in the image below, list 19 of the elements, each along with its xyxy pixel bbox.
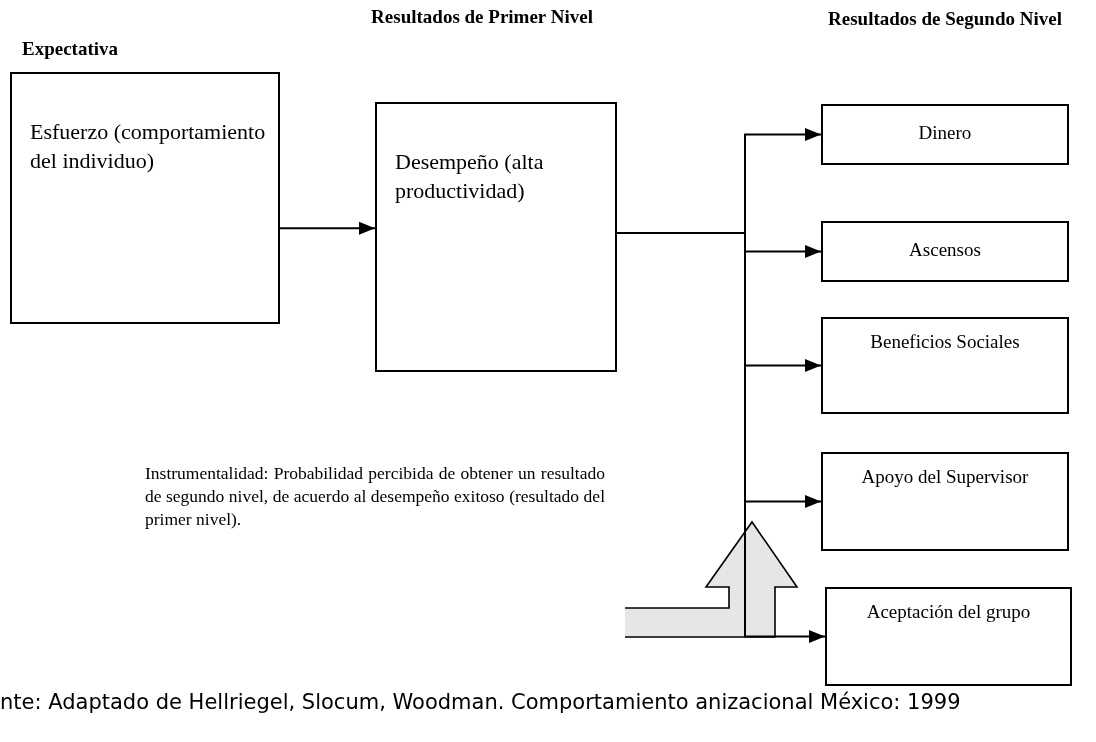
box-text: Apoyo del Supervisor — [860, 466, 1030, 489]
box-text: Desempeño (alta productividad) — [395, 148, 545, 205]
column-heading: Expectativa — [22, 38, 119, 61]
note-text: Instrumentalidad: Probabilidad percibida de obtener un resultado de segundo nivel, de acuerdo al desempeño exitoso (resultado del primer nivel). — [145, 462, 605, 531]
box-text: Ascensos — [908, 239, 982, 262]
outcome-box — [821, 452, 1069, 551]
column-heading: Resultados de Primer Nivel — [370, 6, 594, 29]
column-heading: Resultados de Segundo Nivel — [827, 8, 1063, 31]
outcome-box — [821, 104, 1069, 165]
box-text: Esfuerzo (comportamiento del individuo) — [30, 118, 267, 175]
box-text: Dinero — [917, 122, 973, 145]
box-text: Aceptación del grupo — [865, 601, 1032, 624]
caption: nte: Adaptado de Hellriegel, Slocum, Woodman. Comportamiento anizacional México: 1999 — [0, 690, 962, 715]
arrow — [279, 221, 376, 235]
outcome-box — [821, 317, 1069, 414]
outcome-box — [821, 221, 1069, 282]
arrow — [616, 231, 826, 643]
outcome-box — [825, 587, 1072, 686]
box-text: Beneficios Sociales — [869, 331, 1021, 354]
